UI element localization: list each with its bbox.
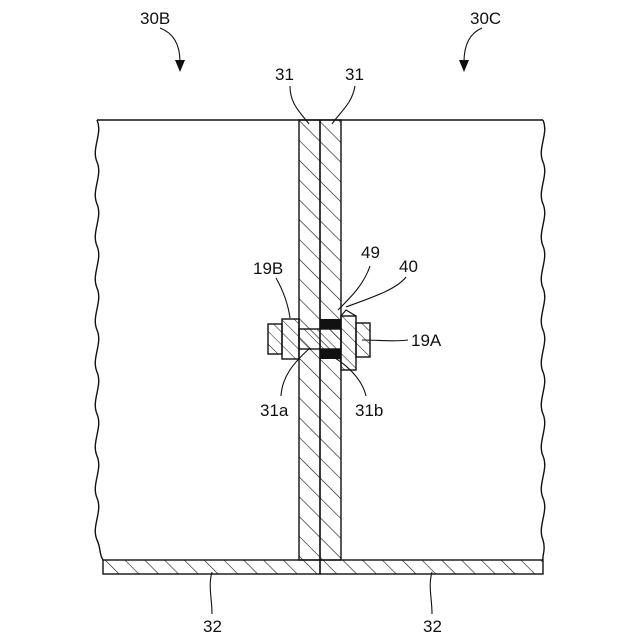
label-30b: 30B — [140, 9, 170, 28]
label-32-left: 32 — [203, 617, 222, 636]
arrow-30b-head — [175, 60, 185, 72]
flange-19a-lip — [341, 310, 356, 316]
label-19a: 19A — [411, 331, 442, 350]
gasket-49-top — [320, 319, 341, 329]
arrow-30c-head — [459, 60, 469, 72]
label-49: 49 — [361, 243, 380, 262]
label-31a: 31a — [260, 401, 289, 420]
label-31-right: 31 — [345, 65, 364, 84]
pipe-body — [299, 329, 341, 349]
arrow-30c-curve — [464, 28, 482, 62]
label-40: 40 — [399, 257, 418, 276]
flange-19a-plate — [341, 316, 356, 370]
label-19b: 19B — [253, 259, 283, 278]
leader-32-left — [210, 572, 212, 614]
left-break-line — [95, 120, 103, 560]
flange-19b-outer — [268, 324, 282, 354]
flange-19b-plate — [282, 319, 299, 359]
label-31-left: 31 — [275, 65, 294, 84]
arrow-30b-curve — [160, 28, 180, 62]
label-30c: 30C — [470, 9, 501, 28]
leader-49 — [338, 266, 370, 310]
gasket-31a-bottom — [320, 349, 341, 359]
right-break-line — [541, 120, 544, 560]
leader-19b — [276, 278, 290, 318]
leader-31-left — [290, 86, 309, 124]
leader-32-right — [430, 572, 432, 614]
label-32-right: 32 — [423, 617, 442, 636]
label-31b: 31b — [355, 401, 383, 420]
leader-31-right — [332, 86, 355, 124]
